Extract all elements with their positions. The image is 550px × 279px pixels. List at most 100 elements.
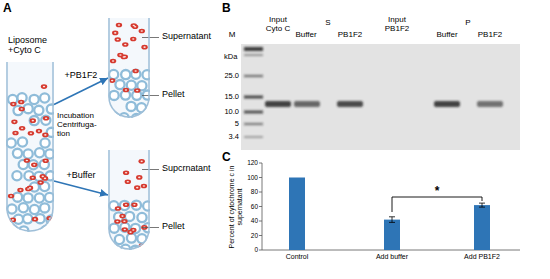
- lane-label: PB1F2: [478, 31, 502, 40]
- cytochrome-c-center: [45, 118, 47, 120]
- marker-band: [244, 96, 263, 99]
- axis-title: Percent of cytochrome c in supernatant: [228, 159, 243, 255]
- treatment-label: +Buffer: [65, 171, 96, 181]
- liposome: [121, 70, 130, 79]
- cytochrome-c-center: [134, 70, 136, 72]
- leader-line: [142, 95, 159, 96]
- cytochrome-c: [116, 23, 122, 28]
- liposome: [137, 103, 146, 112]
- process-arrow: [54, 181, 108, 195]
- cytochrome-c-center: [123, 56, 125, 58]
- cytochrome-c: [24, 158, 30, 163]
- cytochrome-c-center: [44, 134, 46, 136]
- liposome: [142, 245, 151, 254]
- cytochrome-c: [31, 163, 37, 168]
- cytochrome-c: [112, 31, 118, 36]
- liposome: [12, 171, 21, 180]
- marker-band: [244, 47, 263, 51]
- lane-label: Buffer: [436, 31, 457, 40]
- liposome: [143, 201, 152, 210]
- cytochrome-c-center: [43, 86, 45, 88]
- cytochrome-c: [41, 84, 47, 89]
- liposome: [115, 80, 124, 89]
- cytochrome-c-center: [136, 187, 138, 189]
- liposome: [110, 91, 119, 100]
- cytochrome-c: [115, 37, 121, 42]
- cytochrome-c: [134, 185, 140, 190]
- cytochrome-c: [141, 45, 147, 50]
- cytochrome-c: [123, 202, 129, 207]
- tube-fill: [108, 150, 150, 250]
- cytochrome-c-center: [33, 164, 35, 166]
- cytochrome-c-center: [26, 160, 28, 162]
- liposome: [30, 205, 39, 214]
- cytochrome-c-center: [111, 80, 113, 82]
- cytochrome-c-center: [10, 195, 12, 197]
- marker-size: 3.4: [229, 133, 239, 141]
- cytochrome-c: [43, 116, 49, 121]
- liposome: [132, 201, 141, 210]
- liposome: [142, 70, 151, 79]
- leader-line: [142, 37, 159, 38]
- cytochrome-c: [132, 69, 138, 74]
- marker-band: [244, 75, 263, 78]
- cytochrome-c: [11, 120, 17, 125]
- cytochrome-c-center: [38, 130, 40, 132]
- cytochrome-c: [134, 88, 140, 93]
- cytochrome-c-center: [44, 160, 46, 162]
- bar: [289, 178, 305, 251]
- cytochrome-c-center: [116, 221, 118, 223]
- cytochrome-c-center: [124, 229, 126, 231]
- tube-outline-svg: [6, 62, 54, 232]
- liposome: [29, 160, 38, 169]
- cytochrome-c-center: [125, 89, 127, 91]
- cytochrome-c: [139, 29, 145, 34]
- cytochrome-c: [12, 131, 18, 136]
- tick-label: 120: [247, 159, 258, 166]
- leader-line: [142, 227, 159, 228]
- tick-mark: [259, 192, 262, 193]
- tick-mark: [259, 177, 262, 178]
- liposome: [119, 113, 128, 122]
- lane-label: Input PB1F2: [381, 16, 413, 34]
- liposome: [18, 137, 27, 146]
- tube-fill: [108, 18, 150, 118]
- cytochrome-c-center: [133, 204, 135, 206]
- tick-mark: [259, 163, 262, 164]
- liposome: [40, 93, 49, 102]
- liposome: [35, 148, 44, 157]
- cytochrome-c-center: [129, 231, 131, 233]
- liposome: [40, 203, 49, 212]
- cytochrome-c: [123, 88, 129, 93]
- leader-line: [142, 169, 159, 170]
- cytochrome-c: [18, 107, 24, 112]
- tick-label: 80: [251, 188, 258, 195]
- panel-letter: B: [222, 2, 231, 15]
- cytochrome-c-center: [117, 39, 119, 41]
- tube-outline-svg: [108, 150, 150, 250]
- cytochrome-c: [131, 202, 137, 207]
- marker-band: [244, 136, 263, 138]
- tick-label: 0: [254, 246, 258, 253]
- liposome: [47, 104, 56, 113]
- panel-letter: A: [3, 2, 12, 15]
- tick-label: 40: [251, 217, 258, 224]
- layer-label: Supcrnatant: [162, 164, 211, 174]
- cytochrome-c-center: [32, 120, 34, 122]
- cytochrome-c: [36, 129, 42, 134]
- tube-fill: [6, 62, 54, 232]
- panel-letter: C: [222, 151, 231, 164]
- lane-label: Input Cyto C: [262, 16, 294, 34]
- cytochrome-c-center: [44, 178, 46, 180]
- cytochrome-c-center: [19, 189, 21, 191]
- cytochrome-c: [42, 133, 48, 138]
- layer-label: Pellet: [162, 90, 185, 100]
- cytochrome-c-center: [21, 128, 23, 130]
- liposome: [120, 223, 129, 232]
- tube-outline: [109, 18, 149, 117]
- cytochrome-c-center: [34, 218, 36, 220]
- cytochrome-c-center: [32, 177, 34, 179]
- liposome: [131, 70, 140, 79]
- marker-band: [244, 54, 263, 56]
